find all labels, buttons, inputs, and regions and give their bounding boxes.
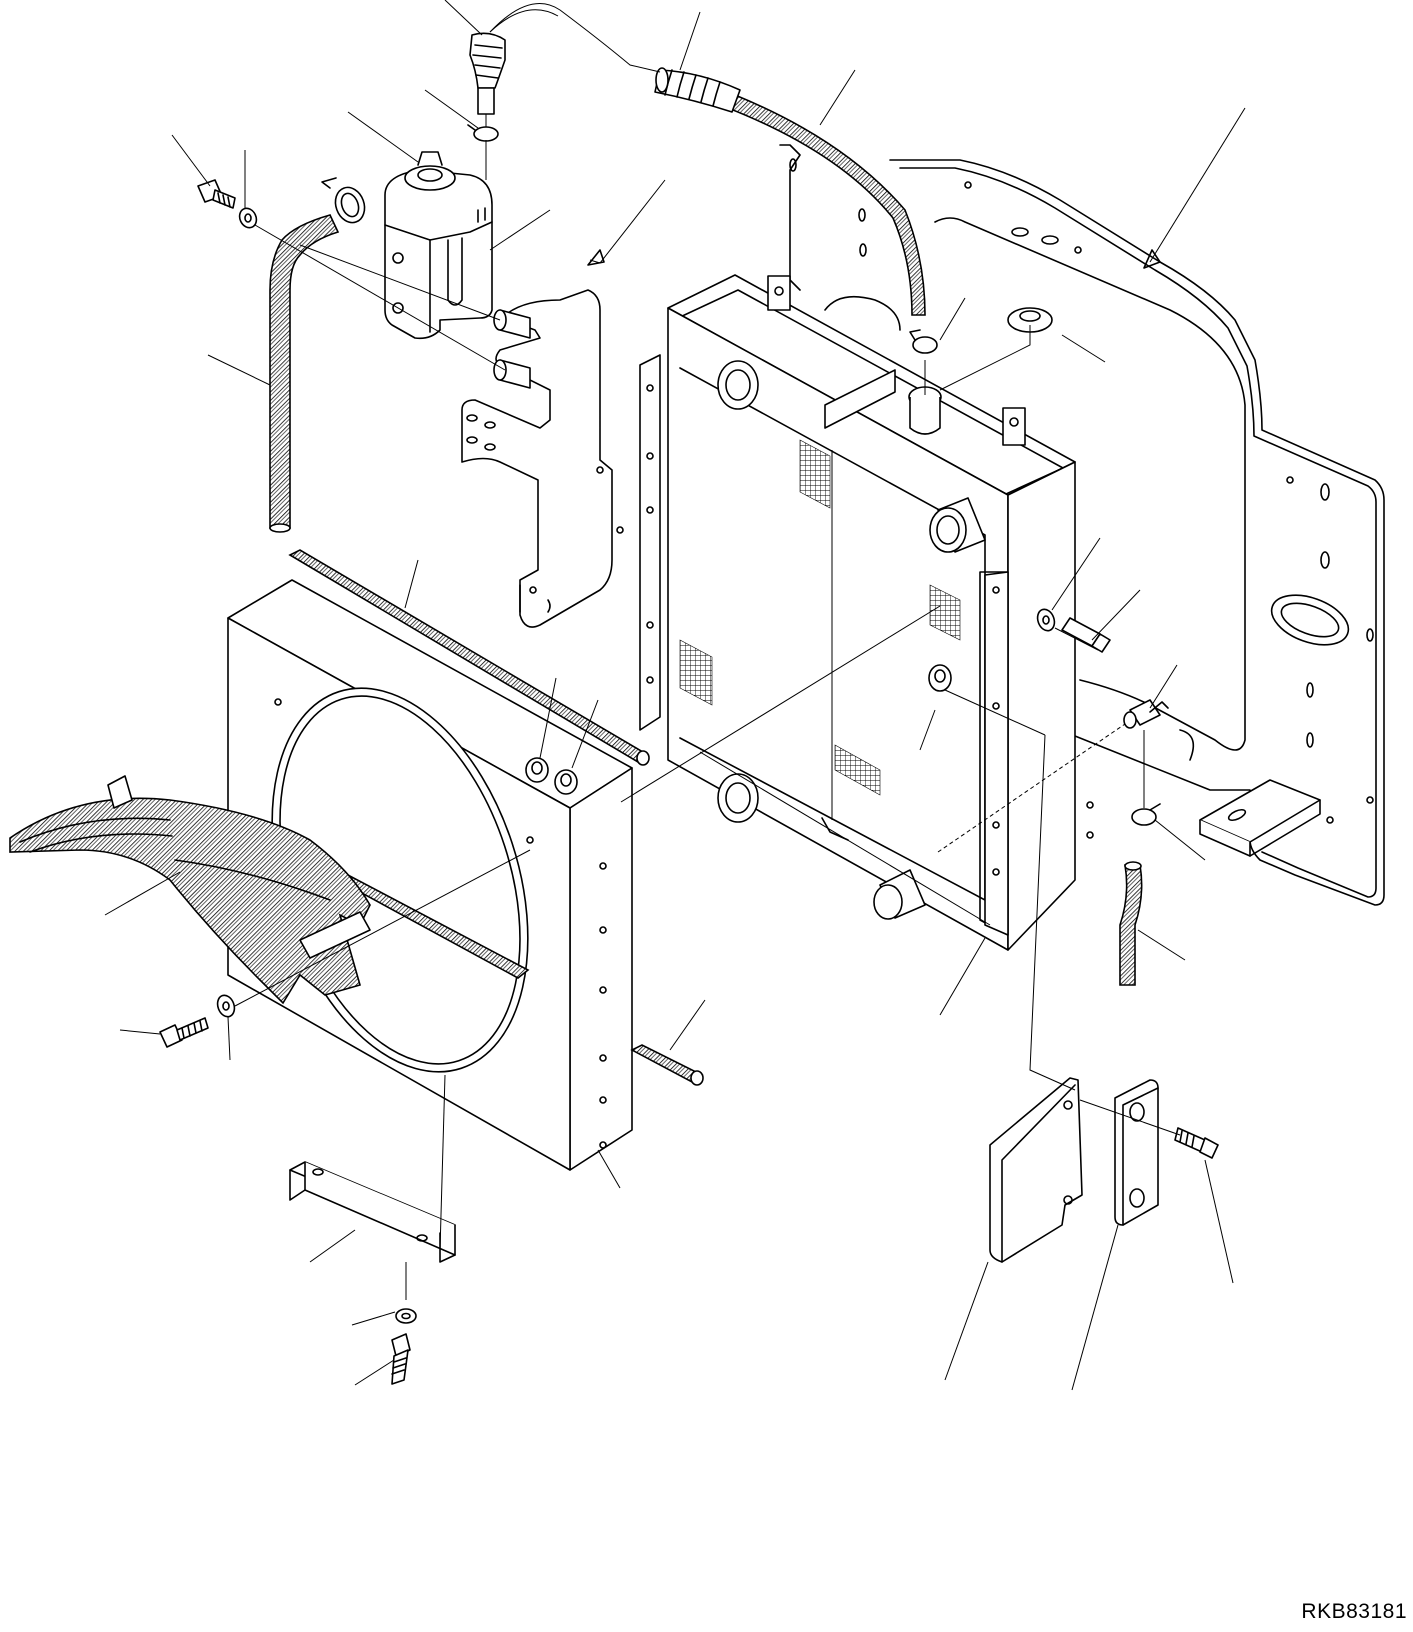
radiator-spacer-nut <box>928 664 952 692</box>
hose-clamp-tank-left <box>321 177 366 224</box>
spacer-right <box>554 769 578 795</box>
washer-tank <box>238 207 258 229</box>
assembly-lines <box>234 140 1181 1300</box>
fan-shroud <box>227 579 633 1171</box>
drawing-reference-code: RKB83181 <box>1301 1600 1407 1623</box>
bolt-radiator-side <box>1061 617 1111 653</box>
upper-radiator-hose <box>654 67 926 316</box>
bracket-plate-lower <box>1199 779 1321 857</box>
drain-valve <box>1123 699 1169 729</box>
washer-lower-bracket <box>395 1308 417 1324</box>
drain-hose <box>1119 861 1143 986</box>
radiator-rear-bracket <box>779 144 901 331</box>
leader-lines <box>104 0 1246 1391</box>
bolt-tank <box>197 179 236 209</box>
bolt-lower-bracket <box>391 1333 411 1385</box>
bolt-cover <box>1174 1127 1219 1159</box>
fan-guard <box>9 775 371 1005</box>
overflow-tube <box>489 3 661 73</box>
seal-strip-top <box>288 549 650 766</box>
hose-clamp-tank-top <box>467 124 499 142</box>
washer-fan-guard <box>216 994 236 1018</box>
reservoir-hose <box>269 214 340 533</box>
cover-plate <box>1114 1079 1159 1226</box>
shroud-lower-bracket <box>289 1161 456 1263</box>
side-cover <box>989 1077 1083 1263</box>
washer-radiator-side <box>1036 608 1056 632</box>
seal-strip-bottom <box>630 1044 704 1086</box>
tank-bracket <box>461 289 624 628</box>
reservoir-tank <box>384 151 493 340</box>
bolt-fan-guard <box>159 1017 209 1048</box>
tank-vent-hose <box>469 32 506 160</box>
hose-clamp-upper-right <box>909 329 938 354</box>
spacer-left <box>525 757 549 783</box>
hose-clamp-drain <box>1131 803 1161 826</box>
radiator <box>639 274 1094 951</box>
